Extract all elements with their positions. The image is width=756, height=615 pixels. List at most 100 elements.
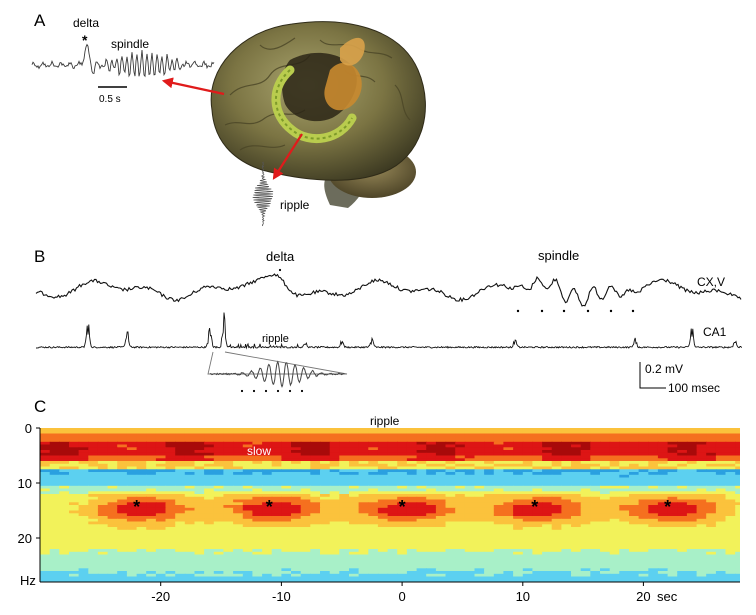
heatmap-cell: [416, 546, 427, 550]
heatmap-cell: [271, 472, 282, 476]
heatmap-cell: [580, 579, 591, 582]
heatmap-cell: [233, 439, 244, 443]
heatmap-cell: [320, 546, 331, 550]
heatmap-cell: [638, 491, 649, 495]
heatmap-cell: [291, 568, 302, 572]
heatmap-cell: [629, 441, 640, 446]
heatmap-cell: [580, 505, 591, 509]
heatmap-cell: [609, 513, 620, 517]
heatmap-cell: [542, 496, 553, 501]
heatmap-cell: [677, 463, 688, 468]
heatmap-cell: [397, 543, 408, 547]
heatmap-cell: [435, 494, 447, 498]
heatmap-cell: [397, 518, 408, 523]
heatmap-cell: [561, 502, 572, 506]
heatmap-cell: [677, 513, 688, 517]
heatmap-cell: [69, 441, 80, 446]
heatmap-cell: [59, 571, 70, 575]
heatmap-cell: [262, 576, 273, 580]
heatmap-cell: [648, 452, 659, 457]
heatmap-cell: [281, 485, 292, 490]
heatmap-cell: [600, 480, 611, 484]
heatmap-cell: [320, 474, 331, 479]
heatmap-cell: [40, 516, 51, 520]
heatmap-cell: [696, 461, 707, 465]
heatmap-cell: [638, 430, 649, 435]
heatmap-cell: [600, 529, 611, 534]
heatmap-cell: [600, 560, 611, 564]
heatmap-cell: [117, 571, 128, 575]
heatmap-cell: [194, 461, 205, 465]
heatmap-cell: [49, 474, 60, 479]
heatmap-cell: [40, 483, 51, 487]
heatmap-cell: [455, 549, 466, 553]
heatmap-cell: [271, 507, 282, 512]
heatmap-cell: [725, 491, 736, 495]
heatmap-cell: [126, 524, 138, 528]
heatmap-cell: [204, 551, 215, 556]
heatmap-cell: [445, 450, 456, 454]
heatmap-cell: [358, 518, 369, 523]
heatmap-cell: [696, 551, 707, 556]
heatmap-cell: [455, 524, 466, 528]
heatmap-cell: [184, 447, 196, 451]
heatmap-cell: [88, 524, 99, 528]
heatmap-cell: [107, 560, 118, 564]
heatmap-cell: [40, 452, 51, 457]
heatmap-cell: [213, 433, 225, 437]
heatmap-cell: [406, 524, 418, 528]
heatmap-cell: [194, 452, 205, 457]
heatmap-cell: [69, 568, 80, 572]
heatmap-cell: [377, 543, 389, 547]
heatmap-cell: [49, 532, 60, 536]
heatmap-cell: [358, 540, 369, 545]
heatmap-cell: [40, 461, 51, 465]
heatmap-cell: [657, 527, 669, 531]
heatmap-cell: [40, 568, 51, 572]
heatmap-cell: [686, 491, 698, 495]
heatmap-cell: [522, 527, 534, 531]
heatmap-cell: [291, 433, 302, 437]
heatmap-cell: [49, 499, 60, 503]
heatmap-cell: [194, 483, 205, 487]
heatmap-cell: [493, 502, 505, 506]
heatmap-cell: [97, 472, 109, 476]
heatmap-cell: [542, 527, 553, 531]
heatmap-cell: [619, 557, 630, 561]
heatmap-cell: [387, 499, 398, 503]
heatmap-cell: [262, 527, 273, 531]
heatmap-cell: [397, 560, 408, 564]
heatmap-cell: [657, 568, 669, 572]
heatmap-cell: [329, 560, 340, 564]
heatmap-cell: [107, 538, 118, 542]
heatmap-cell: [522, 579, 534, 582]
heatmap-cell: [590, 463, 601, 468]
heatmap-cell: [155, 474, 167, 479]
heatmap-cell: [49, 458, 60, 462]
heatmap-cell: [397, 491, 408, 495]
heatmap-cell: [542, 450, 553, 454]
heatmap-cell: [532, 428, 543, 432]
heatmap-cell: [126, 565, 138, 569]
heatmap-cell: [59, 524, 70, 528]
heatmap-cell: [600, 433, 611, 437]
heatmap-cell: [493, 452, 505, 457]
heatmap-cell: [561, 527, 572, 531]
heatmap-cell: [706, 463, 717, 468]
heatmap-cell: [252, 499, 263, 503]
heatmap-cell: [522, 428, 534, 432]
heatmap-cell: [223, 472, 234, 476]
heatmap-cell: [522, 441, 534, 446]
heatmap-cell: [349, 524, 360, 528]
heatmap-cell: [175, 529, 186, 534]
heatmap-cell: [609, 466, 620, 470]
heatmap-cell: [271, 477, 282, 481]
heatmap-cell: [223, 502, 234, 506]
heatmap-cell: [146, 571, 157, 575]
heatmap-cell: [619, 488, 630, 492]
heatmap-cell: [715, 430, 727, 435]
heatmap-cell: [522, 576, 534, 580]
heatmap-cell: [638, 502, 649, 506]
heatmap-cell: [107, 485, 118, 490]
heatmap-cell: [88, 571, 99, 575]
